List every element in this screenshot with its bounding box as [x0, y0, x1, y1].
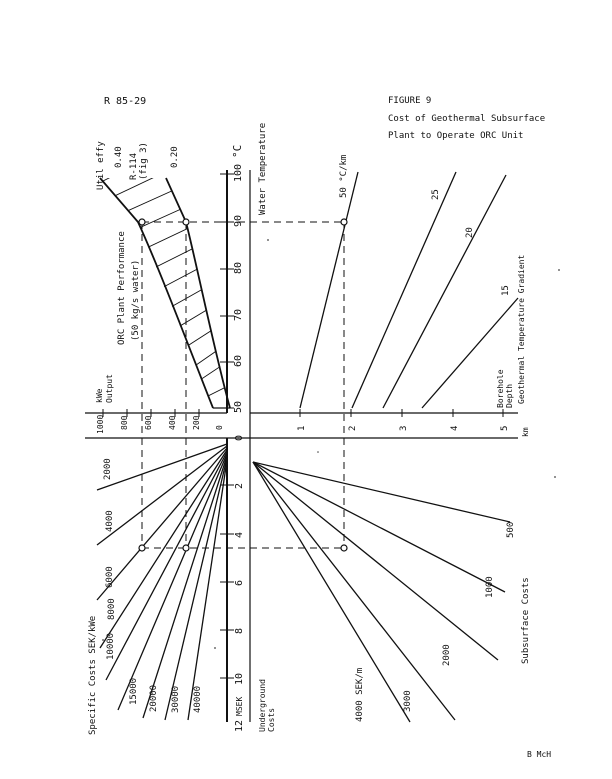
depth-unit: km [521, 427, 530, 437]
fluid-label: (fig 3) [139, 142, 149, 180]
output-tick-label: 400 [168, 415, 177, 430]
gradient-line-25 [382, 174, 507, 409]
temperature-tick-label: 50 [233, 401, 244, 413]
temperature-tick-label: 90 [233, 215, 244, 227]
underground-axis-title: Costs [267, 708, 276, 732]
output-tick-label: 800 [120, 415, 129, 430]
specific-cost-label-15000: 15000 [129, 678, 139, 705]
specific-cost-label-8000: 8000 [107, 598, 117, 620]
figure-caption-line-1: Cost of Geothermal Subsurface [388, 114, 546, 124]
orc-panel-title: ORC Plant Performance [117, 231, 127, 345]
underground-tick-label: 6 [234, 580, 245, 586]
figure-label: FIGURE 9 [388, 96, 432, 106]
depth-axis-title: Borehole [496, 369, 505, 408]
output-tick-label: 600 [144, 415, 153, 430]
depth-tick-label: 3 [399, 426, 409, 431]
temperature-tick-label: 70 [233, 309, 244, 321]
efficiency-curve-020 [165, 177, 231, 409]
specific-cost-panel-title: Specific Costs SEK/kWe [88, 616, 98, 735]
efficiency-value-040: 0.40 [114, 146, 124, 168]
gradient-line-20 [421, 297, 519, 409]
orc-performance-band [99, 177, 231, 409]
depth-tick-label: 2 [348, 426, 358, 431]
specific-cost-line-8000 [99, 449, 228, 649]
specific-cost-line-2000 [96, 443, 228, 491]
specific-cost-line-4000 [96, 445, 228, 546]
specific-cost-label-40000: 40000 [193, 686, 203, 713]
underground-tick-label: 8 [234, 628, 245, 634]
output-ticks [102, 409, 200, 417]
temperature-axis-title: Water Temperature [258, 123, 268, 215]
gradient-lines [299, 171, 519, 409]
depth-tick-label: 1 [297, 426, 307, 431]
efficiency-curve-040 [99, 177, 214, 409]
subsurface-cost-label-4000: 4000 SEK/m [355, 668, 365, 722]
subsurface-cost-label-2000: 2000 [442, 644, 452, 666]
temperature-tick-label: 100 [233, 164, 244, 182]
depth-tick-label: 4 [450, 426, 460, 431]
underground-unit: MSEK [235, 697, 244, 716]
gradient-line-50 [299, 171, 359, 409]
underground-ticks [220, 484, 234, 679]
depth-axis-title: Depth [505, 384, 514, 408]
scan-specks [102, 239, 560, 649]
underground-tick-label: 12 [234, 720, 245, 732]
depth-tick-label: 5 [500, 426, 510, 431]
gradient-label-20: 20 [465, 227, 475, 238]
specific-cost-line-40000 [187, 459, 228, 721]
subsurface-cost-panel-title: Subsurface Costs [521, 577, 531, 664]
orc-panel-title: (50 kg/s water) [131, 260, 141, 341]
subsurface-cost-label-500: 500 [506, 522, 516, 538]
subsurface-cost-line-3000 [252, 461, 456, 721]
figure-caption-line-2: Plant to Operate ORC Unit [388, 131, 524, 141]
output-axis-title: kWe [95, 388, 104, 403]
author-initials: B McH [527, 750, 552, 759]
subsurface-cost-lines [252, 461, 511, 723]
output-axis-title: Output [105, 374, 114, 403]
output-tick-label: 0 [215, 425, 224, 430]
specific-cost-line-10000 [105, 451, 228, 681]
specific-cost-line-15000 [117, 453, 228, 711]
subsurface-cost-line-500 [252, 461, 511, 523]
specific-cost-label-10000: 10000 [106, 633, 116, 660]
fluid-label: R-114 [129, 153, 139, 180]
output-tick-label: 1000 [96, 415, 105, 434]
construction-points [138, 218, 348, 552]
subsurface-cost-line-2000 [252, 461, 499, 661]
specific-cost-label-20000: 20000 [149, 685, 159, 712]
specific-cost-line-30000 [164, 457, 228, 721]
gradient-label-50: 50 °C/km [339, 155, 349, 198]
efficiency-header: Util effy [96, 141, 106, 190]
gradient-label-25: 25 [431, 189, 441, 200]
underground-axis-title: Underground [258, 679, 267, 732]
subsurface-cost-label-3000: 3000 [403, 690, 413, 712]
temperature-tick-label: 80 [233, 262, 244, 274]
specific-cost-label-30000: 30000 [171, 686, 181, 713]
efficiency-value-020: 0.20 [170, 146, 180, 168]
subsurface-cost-line-4000 [252, 461, 411, 723]
output-tick-label: 200 [192, 415, 201, 430]
specific-cost-line-20000 [142, 455, 228, 719]
underground-tick-label: 10 [234, 673, 245, 685]
subsurface-cost-label-1000: 1000 [485, 576, 495, 598]
gradient-label-15: 15 [501, 285, 511, 296]
specific-cost-line-6000 [96, 447, 228, 601]
report-reference: R 85-29 [104, 96, 147, 107]
subsurface-cost-line-1000 [252, 461, 506, 593]
underground-tick-label: 2 [234, 483, 245, 489]
specific-cost-lines [96, 443, 228, 721]
specific-cost-label-4000: 4000 [105, 510, 115, 532]
temperature-unit: °C [231, 145, 244, 158]
temperature-tick-label: 60 [233, 355, 244, 367]
specific-cost-label-2000: 2000 [103, 458, 113, 480]
depth-ticks [299, 409, 504, 417]
gradient-panel-title: Geothermal Temperature Gradient [517, 255, 526, 404]
axes [85, 170, 518, 722]
specific-cost-label-6000: 6000 [105, 566, 115, 588]
construction-dashed-lines [141, 221, 345, 549]
underground-tick-label: 4 [234, 532, 245, 538]
underground-tick-label: 0 [234, 435, 245, 441]
gradient-line-40 [351, 171, 457, 409]
